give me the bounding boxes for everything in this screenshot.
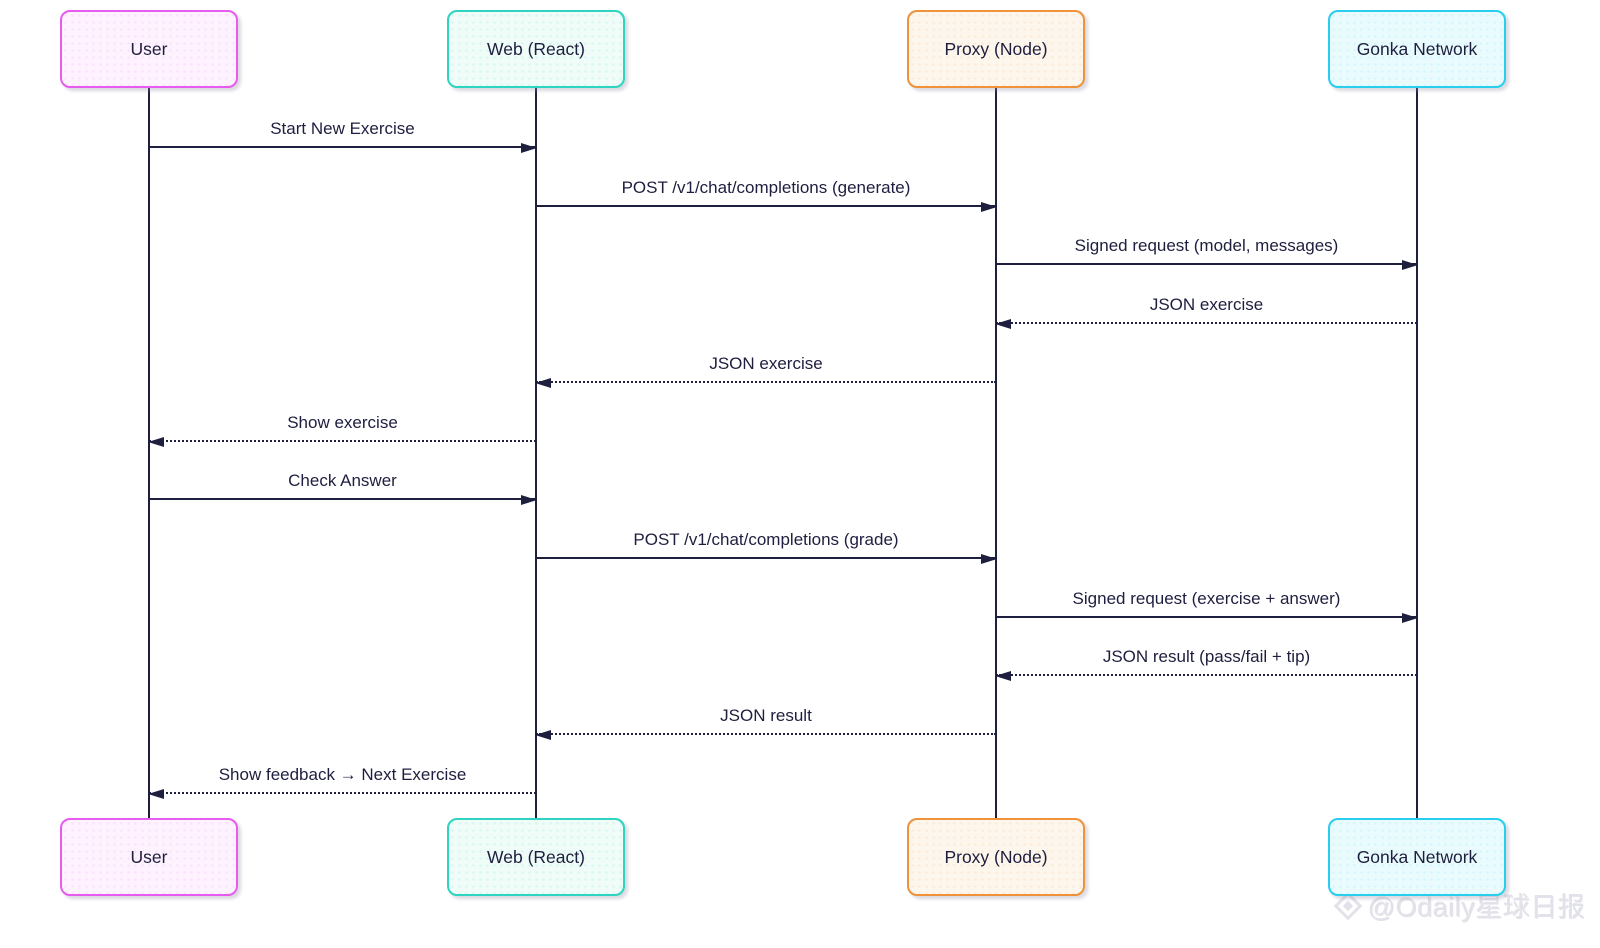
message-label: Check Answer: [288, 471, 397, 490]
lifeline-proxy: [995, 88, 997, 818]
actor-user-bottom: User: [60, 818, 238, 896]
arrowhead-right-icon: [1402, 259, 1418, 270]
message-line: [536, 557, 996, 559]
message-line: [149, 498, 536, 500]
actor-proxy-label: Proxy (Node): [944, 846, 1048, 867]
message-line: [149, 792, 536, 794]
arrowhead-left-icon: [995, 318, 1011, 329]
message-start-new-exercise: Start New Exercise: [149, 110, 537, 153]
message-label: Show feedback → Next Exercise: [218, 765, 467, 784]
arrowhead-right-icon: [521, 142, 537, 153]
message-json-result-passfail: JSON result (pass/fail + tip): [995, 638, 1417, 681]
message-line: [149, 440, 536, 442]
watermark: @Odaily星球日报: [1333, 886, 1586, 925]
message-label: Signed request (model, messages): [1074, 236, 1339, 255]
actor-web-bottom: Web (React): [447, 818, 625, 896]
arrowhead-right-icon: [981, 553, 997, 564]
lifeline-gonka: [1416, 88, 1418, 818]
arrowhead-right-icon: [1402, 612, 1418, 623]
message-label: JSON result (pass/fail + tip): [1102, 647, 1311, 666]
message-json-exercise-proxy-web: JSON exercise: [535, 345, 996, 388]
lifeline-web: [535, 88, 537, 818]
message-line: [996, 322, 1417, 324]
message-label: JSON exercise: [1149, 295, 1264, 314]
message-json-exercise-gonka-proxy: JSON exercise: [995, 286, 1417, 329]
message-show-feedback: Show feedback → Next Exercise: [148, 756, 536, 799]
actor-web-label: Web (React): [487, 38, 585, 59]
arrowhead-left-icon: [535, 377, 551, 388]
message-label: POST /v1/chat/completions (grade): [633, 530, 899, 549]
arrowhead-right-icon: [521, 494, 537, 505]
message-line: [536, 733, 996, 735]
message-line: [996, 616, 1417, 618]
actor-proxy-top: Proxy (Node): [907, 10, 1085, 88]
message-check-answer: Check Answer: [149, 462, 537, 505]
message-signed-request-model: Signed request (model, messages): [996, 227, 1418, 270]
message-post-grade: POST /v1/chat/completions (grade): [536, 521, 997, 564]
actor-proxy-bottom: Proxy (Node): [907, 818, 1085, 896]
message-label: POST /v1/chat/completions (generate): [621, 178, 911, 197]
actor-gonka-bottom: Gonka Network: [1328, 818, 1506, 896]
actor-gonka-label: Gonka Network: [1356, 38, 1478, 59]
actor-user-label: User: [130, 846, 168, 867]
actor-web-top: Web (React): [447, 10, 625, 88]
message-label: JSON exercise: [709, 354, 823, 373]
message-signed-request-answer: Signed request (exercise + answer): [996, 580, 1418, 623]
message-show-exercise: Show exercise: [148, 404, 536, 447]
actor-user-top: User: [60, 10, 238, 88]
message-line: [996, 263, 1417, 265]
arrowhead-left-icon: [535, 729, 551, 740]
message-json-result: JSON result: [535, 697, 996, 740]
actor-gonka-label: Gonka Network: [1356, 846, 1478, 867]
arrowhead-left-icon: [148, 788, 164, 799]
message-line: [149, 146, 536, 148]
message-label: JSON result: [720, 706, 812, 725]
actor-proxy-label: Proxy (Node): [944, 38, 1048, 59]
arrowhead-left-icon: [148, 436, 164, 447]
odaily-logo-icon: [1333, 891, 1362, 920]
message-line: [536, 205, 996, 207]
actor-web-label: Web (React): [487, 846, 585, 867]
lifeline-user: [148, 88, 150, 818]
message-label: Signed request (exercise + answer): [1072, 589, 1341, 608]
message-line: [996, 674, 1417, 676]
message-label: Start New Exercise: [270, 119, 415, 138]
arrowhead-right-icon: [981, 201, 997, 212]
actor-user-label: User: [130, 38, 168, 59]
watermark-text: @Odaily星球日报: [1368, 893, 1586, 923]
message-post-generate: POST /v1/chat/completions (generate): [536, 169, 997, 212]
actor-gonka-top: Gonka Network: [1328, 10, 1506, 88]
arrowhead-left-icon: [995, 670, 1011, 681]
message-label: Show exercise: [287, 413, 398, 432]
message-line: [536, 381, 996, 383]
